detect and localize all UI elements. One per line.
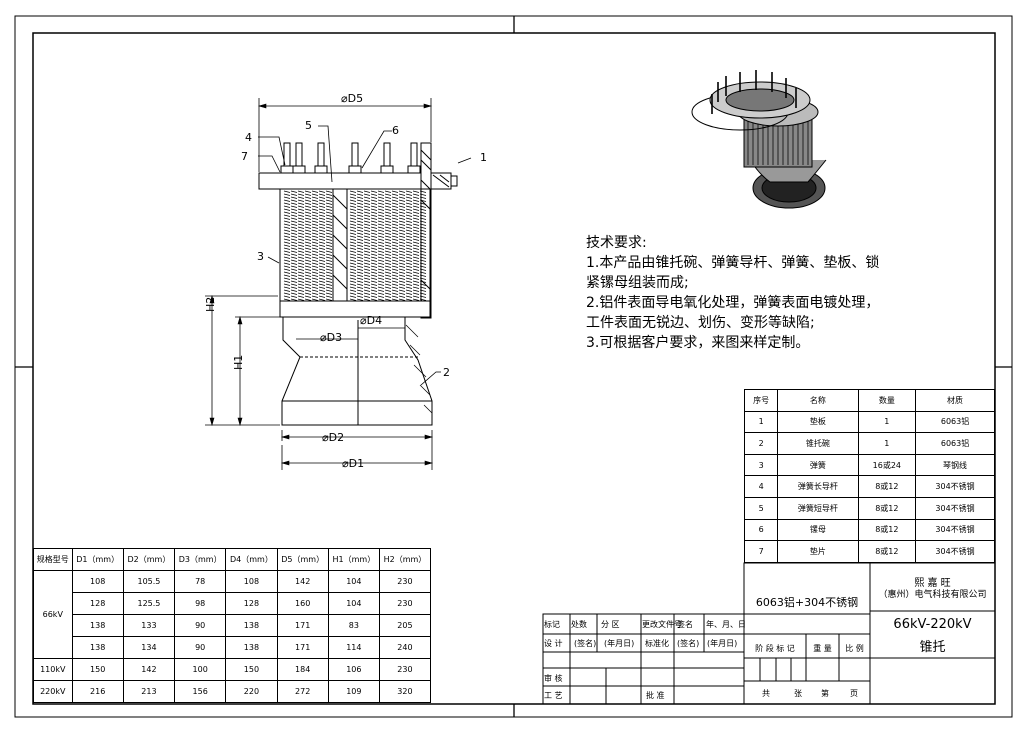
approve-label: 批 准: [646, 691, 665, 700]
sheet-index-label: 第: [821, 689, 829, 698]
table-row: 110kV 150 142 100 150 184 106 230: [33, 658, 432, 681]
rev-zone-label: 分 区: [601, 620, 620, 629]
tech-line: 1.本产品由锥托碗、弹簧导杆、弹簧、垫板、锁: [586, 255, 880, 271]
cell: 230: [378, 592, 432, 615]
table-row: 220kV 216 213 156 220 272 109 320: [33, 680, 432, 703]
cell: 304不锈钢: [915, 540, 995, 563]
scale-label: 比 例: [845, 644, 864, 653]
cell: 垫片: [777, 540, 859, 563]
table-row: 138 133 90 138 171 83 205: [34, 614, 432, 637]
dim-d5-label: ⌀D5: [341, 92, 363, 105]
balloon-3: 3: [257, 250, 264, 263]
sheet-total-label: 共: [762, 689, 770, 698]
page-label: 页: [850, 689, 858, 698]
rev-sign-label: 签名: [677, 620, 693, 629]
design-label: 设 计: [544, 639, 563, 648]
product-isometric-image: [691, 70, 827, 209]
rev-date-label: 年、月、日: [706, 620, 746, 629]
company-name-line2: （惠州）电气科技有限公司: [878, 590, 987, 600]
group-cell-66kv: 66kV: [33, 570, 73, 659]
balloon-5: 5: [305, 119, 312, 132]
cell: 213: [122, 680, 176, 703]
tech-line: 工件表面无锐边、划伤、变形等缺陷;: [586, 315, 815, 331]
standardize-date: (年月日): [707, 639, 738, 648]
cell: 171: [276, 614, 329, 637]
standardize-sign: (签名): [677, 639, 700, 648]
company-name: 熙 嘉 旺: [914, 578, 951, 589]
dim-h1-label: H1: [232, 355, 245, 370]
rev-doc-label: 更改文件号: [642, 620, 682, 629]
dim-d2-label: ⌀D2: [322, 431, 344, 444]
standardize-label: 标准化: [645, 639, 669, 648]
balloon-1: 1: [480, 151, 487, 164]
balloon-4: 4: [245, 131, 252, 144]
design-sign: (签名): [574, 639, 597, 648]
dim-h2-label: H2: [204, 297, 217, 312]
sheet-count-label: 张: [794, 689, 802, 698]
table-row: 66kV 108 105.5 78 108 142 104 230: [33, 570, 432, 659]
table-header-row: 规格型号 D1（mm） D2（mm） D3（mm） D4（mm） D5（mm） …: [33, 548, 432, 571]
cell: 320: [378, 680, 432, 703]
dimension-table: 规格型号 D1（mm） D2（mm） D3（mm） D4（mm） D5（mm） …: [33, 548, 432, 703]
cell: 7: [743, 540, 779, 563]
dim-d4-label: ⌀D4: [360, 314, 382, 327]
product-spec: 66kV-220kV: [893, 617, 972, 632]
cell: 272: [276, 680, 329, 703]
weight-label: 重 量: [813, 644, 832, 653]
balloon-6: 6: [392, 124, 399, 137]
dim-d1-label: ⌀D1: [342, 457, 364, 470]
product-name: 锥托: [919, 640, 946, 655]
table-row: 138 134 90 138 171 114 240: [34, 636, 432, 659]
stage-mark-label: 阶 段 标 记: [755, 644, 795, 653]
section-view: [258, 142, 458, 426]
dim-d3-label: ⌀D3: [320, 331, 342, 344]
table-row: 128 125.5 98 128 160 104 230: [34, 592, 432, 615]
rev-mark-label: 标记: [544, 620, 560, 629]
material-text: 6063铝+304不锈钢: [755, 596, 859, 609]
craft-label: 工 艺: [544, 691, 563, 700]
balloon-2: 2: [443, 366, 450, 379]
cell: 220kV: [33, 680, 73, 703]
cell: 镙母: [777, 518, 859, 542]
design-date: (年月日): [604, 639, 635, 648]
dimension-lines: [205, 98, 472, 470]
balloon-7: 7: [241, 150, 248, 163]
technical-requirements: 技术要求: 1.本产品由锥托碗、弹簧导杆、弹簧、垫板、锁 紧镙母组装而成; 2.…: [586, 233, 879, 353]
tech-line: 3.可根据客户要求，来图来样定制。: [586, 335, 810, 351]
tech-line: 2.铝件表面导电氧化处理，弹簧表面电镀处理，: [586, 295, 880, 311]
cell: 220: [225, 680, 278, 703]
rev-count-label: 处数: [571, 620, 587, 629]
tech-line: 紧镙母组装而成;: [586, 275, 689, 291]
review-label: 审 核: [544, 674, 563, 683]
cell: 216: [71, 680, 124, 703]
tech-title: 技术要求:: [586, 235, 647, 251]
